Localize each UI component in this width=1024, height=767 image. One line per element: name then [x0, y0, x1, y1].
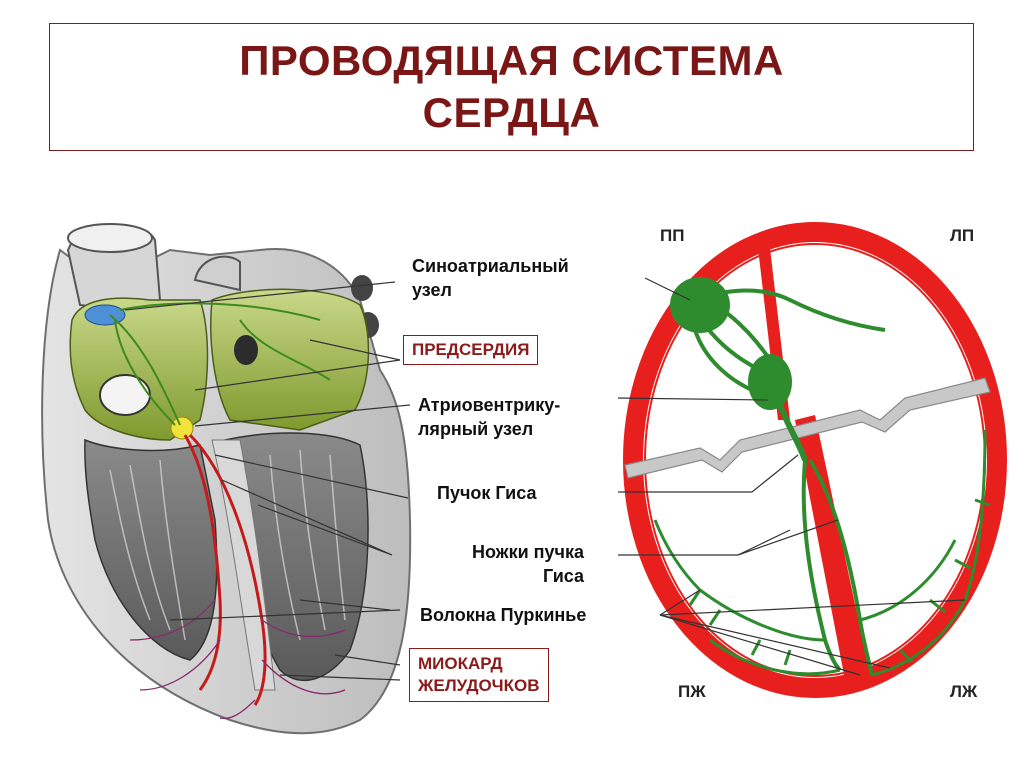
page-title-line-1: ПРОВОДЯЩАЯ СИСТЕМА — [239, 37, 784, 84]
left-atrium-label: ЛП — [950, 226, 975, 245]
myocardium-label-line-2: ЖЕЛУДОЧКОВ — [418, 676, 540, 695]
atria-label-box: ПРЕДСЕРДИЯ — [403, 335, 539, 365]
bundle-branches-anatomical — [183, 433, 267, 706]
his-bundle-schematic — [777, 403, 808, 462]
internodal-tracts-schematic — [693, 288, 886, 392]
interventricular-septum — [211, 439, 276, 691]
myocardium-label-box: МИОКАРД ЖЕЛУДОЧКОВ — [409, 648, 549, 702]
internodal-tracts — [109, 302, 331, 426]
sa-node-label: Синоатриальный узел — [412, 254, 569, 302]
title-box: ПРОВОДЯЩАЯ СИСТЕМА СЕРДЦА — [49, 23, 974, 151]
av-node-anatomical — [170, 416, 194, 440]
purkinje-anatomical — [129, 599, 346, 720]
purkinje-schematic — [653, 429, 991, 677]
ra-opening — [99, 374, 151, 416]
left-atrium-chamber — [210, 288, 370, 431]
bundle-branches-label: Ножки пучка Гиса — [418, 540, 584, 588]
right-ventricle-chamber — [84, 438, 218, 661]
leader-lines-right — [617, 277, 966, 676]
page-title-line-2: СЕРДЦА — [422, 89, 601, 136]
la-opening — [234, 335, 258, 365]
sa-node-schematic — [670, 277, 730, 333]
av-node-label: Атриовентрику- лярный узел — [418, 393, 560, 441]
sa-node-label-line-1: Синоатриальный — [412, 256, 569, 276]
vena-cava-opening — [67, 223, 153, 253]
av-node-label-line-1: Атриовентрику- — [418, 395, 561, 415]
purkinje-label: Волокна Пуркинье — [420, 605, 587, 625]
myocardium-label-line-1: МИОКАРД — [418, 654, 503, 673]
right-ventricle-label: ПЖ — [678, 682, 706, 701]
schematic-heart — [617, 222, 1007, 698]
av-fibrous-plane — [624, 377, 991, 479]
bundle-branches-schematic — [801, 458, 874, 676]
leader-lines-left — [124, 281, 411, 681]
right-atrium-label: ПП — [660, 226, 685, 245]
av-node-schematic — [748, 354, 792, 410]
aorta-stub — [193, 255, 241, 292]
left-ventricle-label: ЛЖ — [950, 682, 978, 701]
bundle-branches-label-line-2: Гиса — [542, 566, 584, 586]
sa-node-label-line-2: узел — [412, 280, 452, 300]
bundle-branches-label-line-1: Ножки пучка — [472, 542, 584, 562]
pulmonary-vein-1 — [351, 275, 373, 301]
interventricular-septum-schematic — [795, 415, 870, 680]
av-node-label-line-2: лярный узел — [418, 419, 534, 439]
atria-label: ПРЕДСЕРДИЯ — [412, 340, 530, 359]
anatomical-heart — [41, 223, 412, 735]
his-bundle-label: Пучок Гиса — [437, 483, 537, 503]
